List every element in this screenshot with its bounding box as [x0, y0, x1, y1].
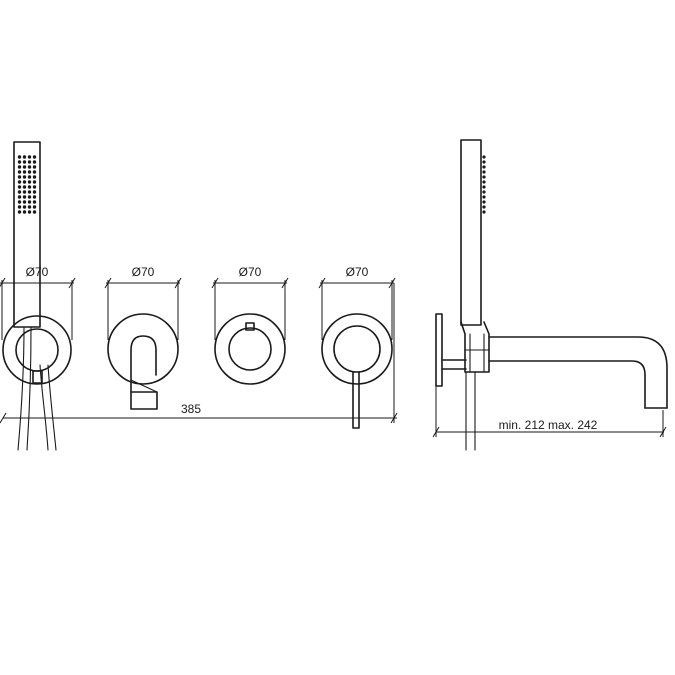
diverter-knob-front — [214, 313, 286, 385]
tick-mark — [318, 277, 326, 289]
spray-dot — [32, 170, 37, 174]
spray-dot — [27, 205, 32, 209]
spray-dot — [17, 210, 22, 214]
spray-dot — [27, 180, 32, 184]
spray-dot — [17, 165, 22, 169]
spray-dot — [17, 200, 22, 204]
spray-dot — [17, 185, 22, 189]
diameter-label-4: Ø70 — [346, 265, 369, 279]
spray-dot — [22, 175, 27, 179]
spray-dot — [22, 160, 27, 164]
bath-spout-side — [488, 336, 668, 409]
spout-projection-label: min. 212 max. 242 — [499, 418, 598, 432]
spray-dot — [27, 175, 32, 179]
spray-dot — [17, 170, 22, 174]
spray-dot — [22, 180, 27, 184]
spray-dot — [22, 170, 27, 174]
spray-dot — [27, 155, 32, 159]
front-view: Ø70 Ø70 Ø70 Ø70 385 — [0, 141, 398, 451]
spray-dot — [32, 195, 37, 199]
spray-dot-side — [482, 165, 486, 169]
spray-dot — [17, 180, 22, 184]
tick-mark — [104, 277, 112, 289]
spray-dot-side — [482, 160, 486, 164]
hand-shower-side — [441, 139, 490, 451]
spout-projection-dimension — [432, 386, 667, 438]
spray-dot — [27, 185, 32, 189]
tick-mark — [388, 277, 396, 289]
spray-dot — [22, 165, 27, 169]
side-view: min. 212 max. 242 — [432, 139, 668, 451]
spray-dot — [17, 160, 22, 164]
spray-dot — [32, 205, 37, 209]
spray-dot — [32, 190, 37, 194]
shower-holder-outlet — [2, 315, 72, 385]
spray-dot — [22, 185, 27, 189]
tick-mark — [281, 277, 289, 289]
diameter-label-3: Ø70 — [239, 265, 262, 279]
overall-width-label: 385 — [181, 402, 201, 416]
spray-dot — [27, 195, 32, 199]
spray-dot — [32, 160, 37, 164]
spray-dot — [22, 205, 27, 209]
spray-dot — [32, 185, 37, 189]
spray-dot — [17, 175, 22, 179]
overall-width-dimension — [0, 283, 398, 424]
spray-dot — [17, 155, 22, 159]
tick-mark — [0, 277, 6, 288]
spray-dot-side — [482, 200, 486, 204]
wall-rosette-side — [435, 313, 443, 387]
spray-dot — [17, 195, 22, 199]
tick-mark — [174, 277, 182, 289]
spray-dot — [22, 190, 27, 194]
spray-dot — [27, 210, 32, 214]
spray-dot — [22, 200, 27, 204]
diameter-label-2: Ø70 — [132, 265, 155, 279]
spray-dot-side — [482, 180, 486, 184]
spray-dot — [27, 190, 32, 194]
spray-dot — [27, 170, 32, 174]
spray-dot — [22, 155, 27, 159]
mixer-lever-front — [321, 313, 393, 429]
spray-dot — [32, 180, 37, 184]
spray-dot — [17, 205, 22, 209]
hand-shower-front — [13, 141, 57, 451]
spray-dot — [27, 200, 32, 204]
spray-dot — [27, 165, 32, 169]
tick-mark — [68, 277, 76, 289]
spray-nozzle-dots — [17, 155, 37, 214]
spray-dot-side — [482, 190, 486, 194]
diameter-label-1: Ø70 — [26, 265, 49, 279]
spray-dot-side — [482, 155, 486, 159]
spray-dot — [32, 155, 37, 159]
spray-dot-side — [482, 185, 486, 189]
spray-dot — [32, 165, 37, 169]
tick-mark — [211, 277, 219, 289]
spray-dot-side — [482, 210, 486, 214]
spout-rosette-front — [107, 313, 179, 410]
spray-dot — [32, 175, 37, 179]
spray-dot — [27, 160, 32, 164]
spray-nozzle-dots-side — [482, 155, 486, 214]
spray-dot — [17, 190, 22, 194]
spray-dot — [22, 195, 27, 199]
spray-dot-side — [482, 175, 486, 179]
spray-dot-side — [482, 195, 486, 199]
diameter-dimension-lines — [0, 277, 396, 340]
spray-dot — [32, 200, 37, 204]
spray-dot-side — [482, 170, 486, 174]
spray-dot — [22, 210, 27, 214]
spray-dot-side — [482, 205, 486, 209]
spray-dot — [32, 210, 37, 214]
